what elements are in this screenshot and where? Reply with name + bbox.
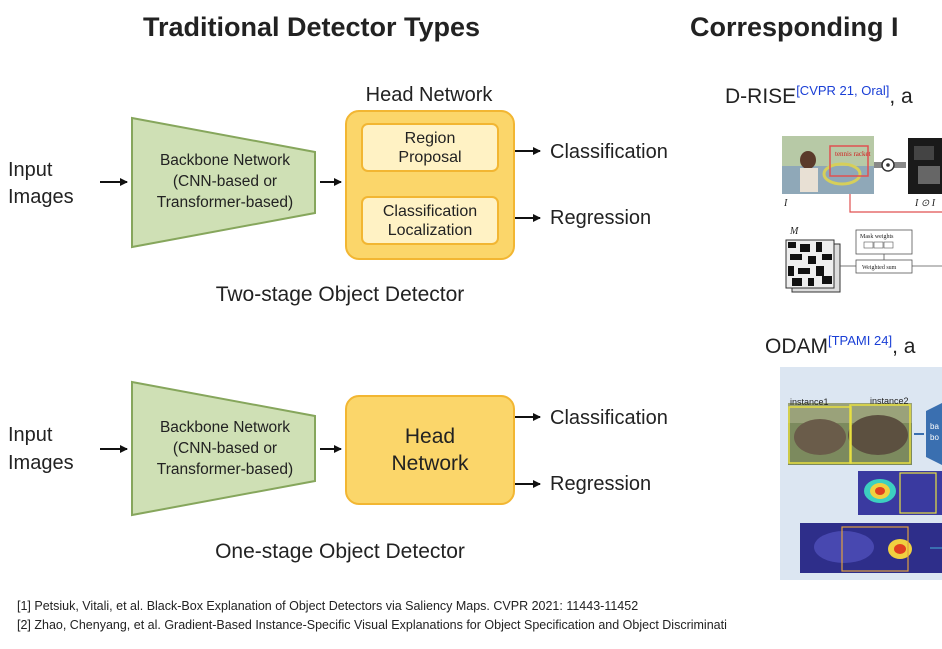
backbone-shape-two-stage (131, 116, 316, 249)
one-stage-caption: One-stage Object Detector (215, 540, 465, 563)
backbone-label-one-stage: Backbone Network (CNN-based or Transform… (135, 417, 315, 480)
odam-partial-text-1: ba (930, 422, 939, 431)
backbone-shape-one-stage (131, 380, 316, 517)
i-odot-label: I ⊙ I (914, 198, 936, 209)
odam-ref-link[interactable]: [TPAMI 24] (828, 333, 893, 348)
input-label-two-line2: Images (8, 186, 74, 208)
i-label: I (783, 198, 788, 209)
class-loc-line2: Localization (387, 221, 473, 239)
odam-name: ODAM (765, 335, 828, 358)
odam-tail: , a (892, 335, 916, 358)
drise-ref-link[interactable]: [CVPR 21, Oral] (796, 83, 890, 98)
drise-heading: D-RISE[CVPR 21, Oral], a (725, 83, 913, 109)
backbone-label-two-stage: Backbone Network (CNN-based or Transform… (135, 150, 315, 213)
weighted-sum-label: Weighted sum (862, 265, 897, 271)
backbone-line-2: (CNN-based or (172, 440, 278, 457)
backbone-line-2: (CNN-based or (172, 173, 278, 190)
citation-2: [2] Zhao, Chenyang, et al. Gradient-Base… (17, 618, 727, 632)
output-classification-one: Classification (550, 407, 668, 429)
odam-heading: ODAM[TPAMI 24], a (765, 333, 916, 359)
backbone-line-3: Transformer-based) (156, 194, 294, 211)
drise-figure-graphic: tennis racket I I ⊙ I M Mask weights Wei… (782, 136, 942, 293)
two-stage-caption: Two-stage Object Detector (215, 283, 465, 306)
odam-figure: instance1 instance2 ba bo (780, 367, 942, 580)
input-label-one-line1: Input (8, 424, 53, 446)
region-proposal-line2: Proposal (398, 148, 462, 166)
tennis-racket-label: tennis racket (835, 150, 871, 158)
region-proposal-box: Region Proposal (361, 123, 499, 172)
left-title: Traditional Detector Types (143, 12, 481, 42)
input-label-two-line1: Input (8, 159, 53, 181)
head-network-box-one-stage: Head Network (345, 395, 515, 505)
right-title: Corresponding I (690, 12, 899, 42)
backbone-line-1: Backbone Network (159, 419, 291, 436)
citation-1: [1] Petsiuk, Vitali, et al. Black-Box Ex… (17, 599, 639, 613)
head-network-title: Head Network (365, 84, 493, 106)
drise-name: D-RISE (725, 85, 797, 108)
odam-figure-graphic: instance1 instance2 ba bo (788, 396, 942, 573)
output-classification-two: Classification (550, 141, 668, 163)
input-label-one-line2: Images (8, 452, 74, 474)
head-one-line1: Head (404, 425, 456, 448)
backbone-line-3: Transformer-based) (156, 461, 294, 478)
classification-localization-box: Classification Localization (361, 196, 499, 245)
mask-weights-label: Mask weights (860, 234, 894, 240)
m-label: M (789, 226, 799, 237)
instance1-label: instance1 (790, 397, 829, 407)
backbone-line-1: Backbone Network (159, 152, 291, 169)
odam-partial-text-2: bo (930, 433, 939, 442)
class-loc-line1: Classification (382, 202, 478, 220)
instance2-label: instance2 (870, 396, 909, 406)
region-proposal-line1: Region (404, 129, 456, 147)
head-one-line2: Network (391, 452, 469, 475)
output-regression-one: Regression (550, 473, 652, 495)
drise-figure: tennis racket I I ⊙ I M Mask weights Wei… (770, 130, 942, 295)
output-regression-two: Regression (550, 207, 652, 229)
drise-tail: , a (889, 85, 913, 108)
